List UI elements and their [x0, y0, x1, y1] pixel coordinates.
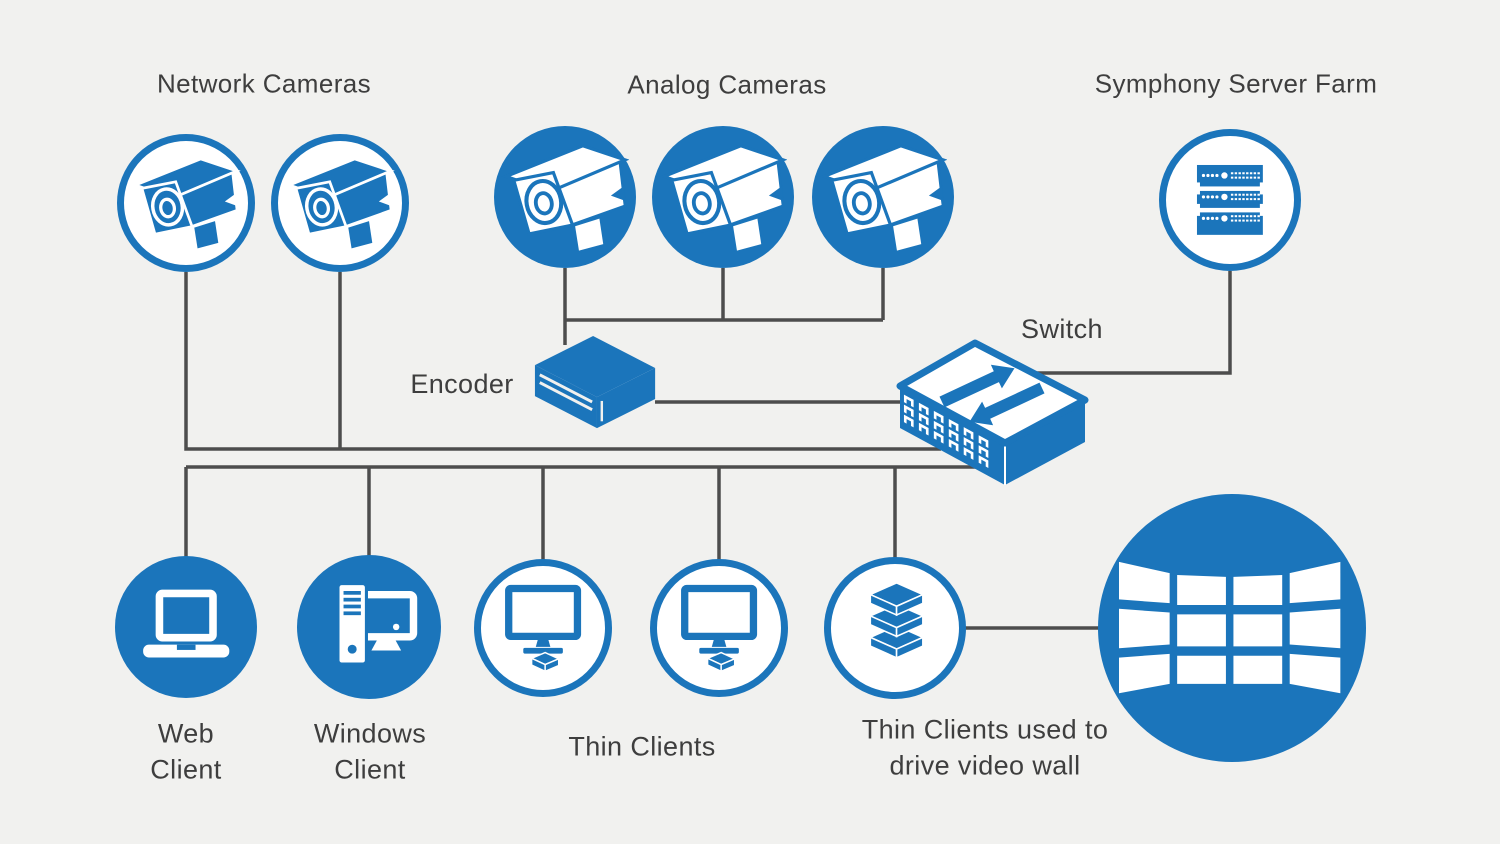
cctv-camera-icon	[819, 133, 947, 261]
server-farm-node	[1159, 129, 1301, 271]
desktop-computer-icon	[307, 565, 431, 689]
video-wall-icon	[1119, 515, 1344, 740]
stacked-thin-clients-icon	[846, 579, 943, 676]
cctv-camera-icon	[501, 133, 629, 261]
laptop-icon	[128, 569, 244, 685]
wire-switch-to-server	[1000, 271, 1232, 375]
thin-client-node	[474, 559, 612, 697]
switch-node	[890, 338, 1090, 488]
cctv-camera-icon	[659, 133, 787, 261]
wire-network-cam1-to-switch	[184, 272, 941, 451]
network-camera-node	[271, 134, 409, 272]
label-analog-cameras: Analog Cameras	[627, 69, 827, 100]
windows-client-node	[297, 555, 441, 699]
video-wall-node	[1098, 494, 1366, 762]
network-switch-icon	[890, 338, 1090, 488]
label-network-cameras: Network Cameras	[156, 68, 372, 99]
analog-camera-node	[652, 126, 794, 268]
label-server-farm: Symphony Server Farm	[1094, 68, 1378, 99]
cctv-camera-icon	[285, 148, 395, 257]
thin-client-node	[650, 559, 788, 697]
label-windows-client: Windows Client	[313, 718, 427, 785]
label-switch: Switch	[1021, 314, 1103, 344]
monitor-thin-client-icon	[667, 576, 771, 680]
analog-camera-node	[812, 126, 954, 268]
encoder-node	[533, 334, 659, 433]
label-video-wall-clients: Thin Clients used to drive video wall	[861, 714, 1109, 781]
encoder-appliance-icon	[533, 334, 659, 433]
label-thin-clients: Thin Clients	[568, 731, 716, 762]
video-wall-clients-node	[824, 557, 966, 699]
network-camera-node	[117, 134, 255, 272]
monitor-thin-client-icon	[491, 576, 595, 680]
cctv-camera-icon	[131, 148, 241, 257]
label-web-client: Web Client	[150, 718, 222, 785]
analog-camera-node	[494, 126, 636, 268]
label-encoder: Encoder	[410, 369, 514, 399]
server-rack-icon	[1180, 150, 1280, 250]
web-client-node	[115, 556, 257, 698]
